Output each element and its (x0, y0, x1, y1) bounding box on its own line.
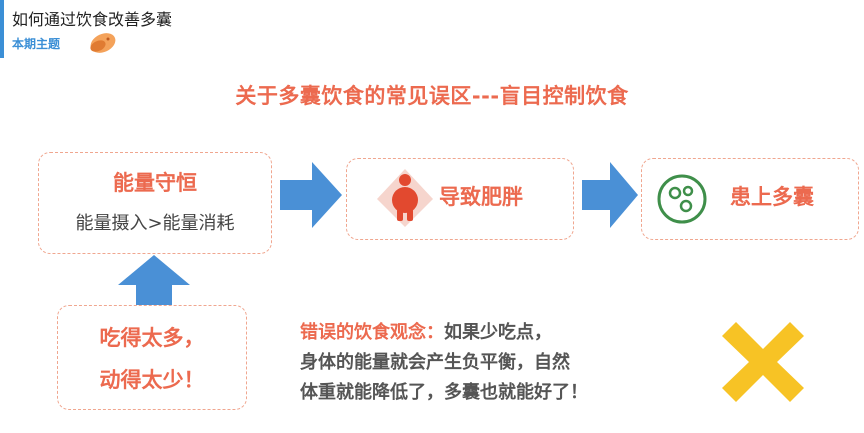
misconception-label: 错误的饮食观念： (300, 322, 444, 343)
cross-icon (722, 322, 804, 402)
misconception-line-3: 体重就能降低了，多囊也就能好了！ (300, 382, 588, 403)
arrow-up-icon (118, 255, 190, 315)
misconception-line-1-text: 如果少吃点， (444, 322, 552, 343)
header-accent-bar (0, 0, 4, 58)
pcos-label: 患上多囊 (730, 185, 814, 209)
obesity-box: 导致肥胖 (346, 158, 574, 240)
cause-line-1: 吃得太多， (99, 326, 205, 350)
energy-conservation-subtitle: 能量摄入>能量消耗 (75, 213, 235, 234)
obese-person-icon (377, 169, 433, 227)
cause-box: 吃得太多， 动得太少！ (57, 305, 247, 410)
misconception-line-2: 身体的能量就会产生负平衡，自然 (300, 352, 570, 373)
headline: 关于多囊饮食的常见误区---盲目控制饮食 (235, 84, 629, 108)
energy-conservation-box: 能量守恒 能量摄入>能量消耗 (38, 152, 272, 254)
obesity-label: 导致肥胖 (439, 185, 523, 209)
pcos-box: 患上多囊 (641, 158, 859, 240)
arrow-right-icon (280, 162, 342, 228)
page-subtitle: 本期主题 (12, 37, 61, 51)
sweet-potato-icon (90, 33, 116, 53)
misconception-text: 错误的饮食观念：如果少吃点， 身体的能量就会产生负平衡，自然 体重就能降低了，多… (300, 318, 710, 408)
cause-line-2: 动得太少！ (99, 368, 205, 392)
misconception-line-1: 错误的饮食观念：如果少吃点， (300, 318, 710, 348)
cyst-circle-icon (657, 174, 707, 224)
energy-conservation-title: 能量守恒 (113, 171, 197, 195)
page-title: 如何通过饮食改善多囊 (12, 10, 173, 29)
arrow-right-icon (582, 162, 638, 228)
